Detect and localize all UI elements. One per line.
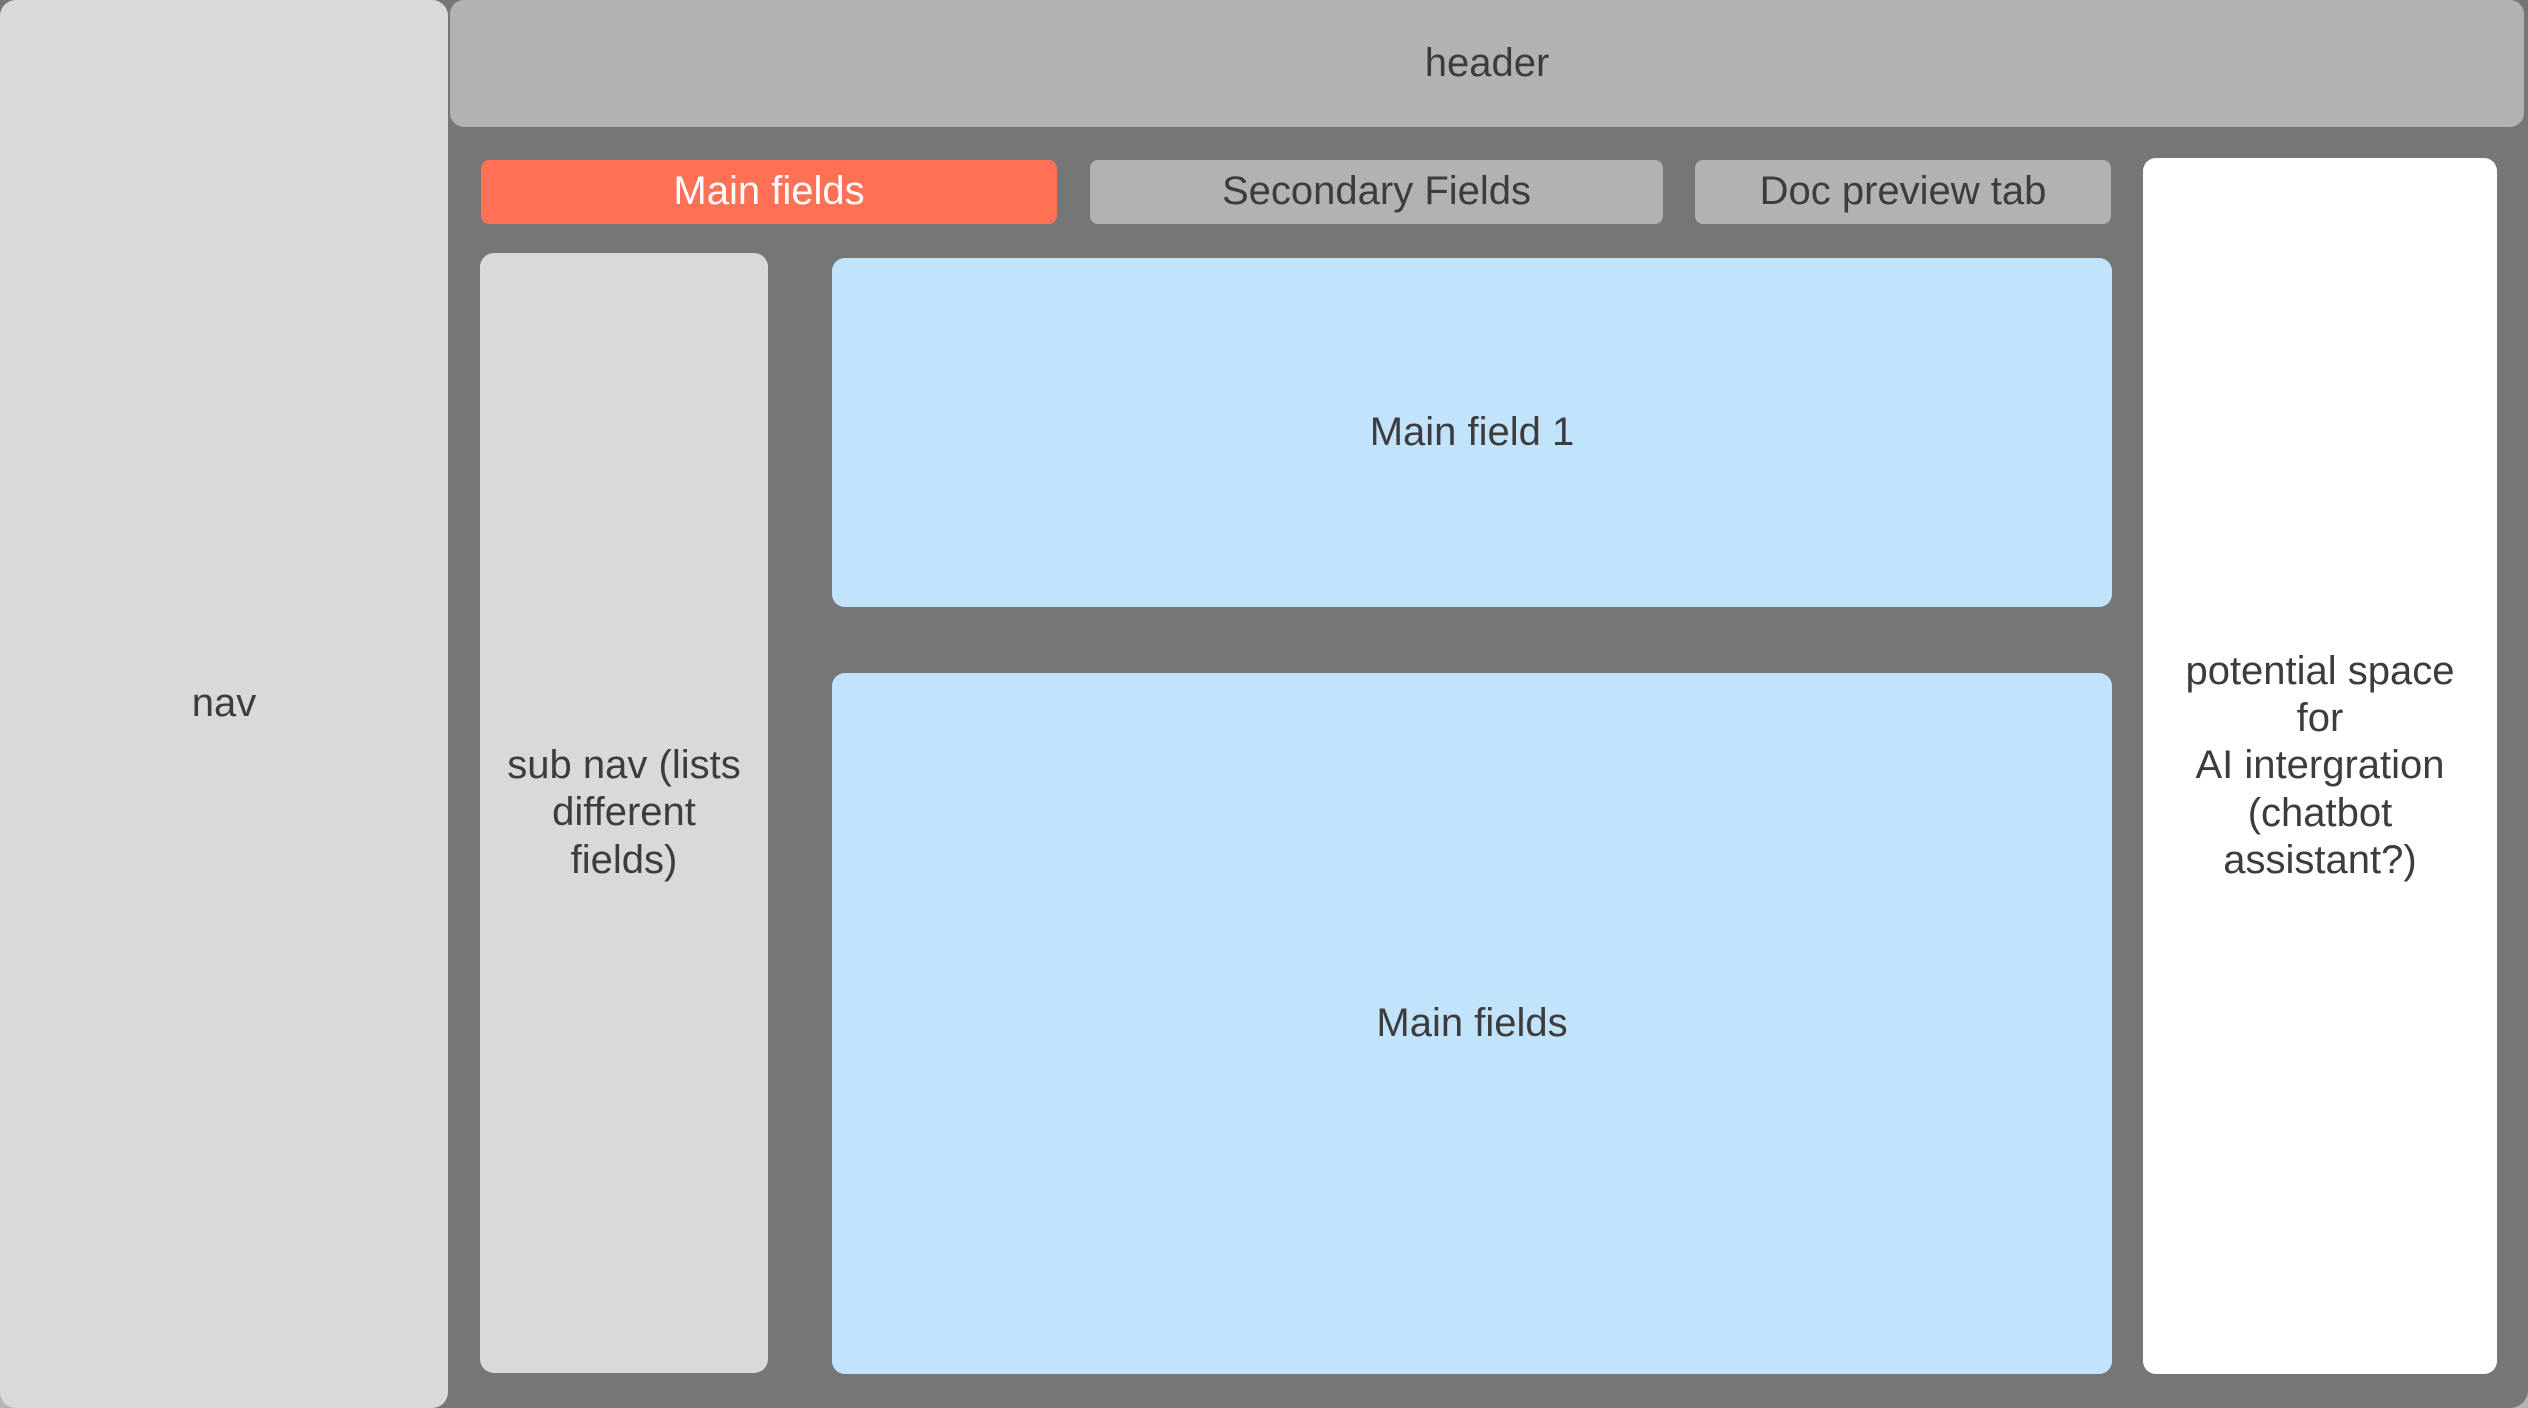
- ai-assistant-panel[interactable]: potential space for AI intergration (cha…: [2143, 158, 2497, 1374]
- tab-secondary-fields[interactable]: Secondary Fields: [1090, 160, 1663, 224]
- main-field-1-box[interactable]: Main field 1: [832, 258, 2112, 607]
- nav-sidebar[interactable]: nav: [0, 0, 448, 1408]
- main-fields-box[interactable]: Main fields: [832, 673, 2112, 1374]
- header-bar: header: [450, 0, 2524, 127]
- sub-nav-panel[interactable]: sub nav (lists different fields): [480, 253, 768, 1373]
- main-field-1-label: Main field 1: [1369, 409, 1575, 454]
- sub-nav-label: sub nav (lists different fields): [507, 743, 741, 882]
- tab-main-fields[interactable]: Main fields: [481, 160, 1057, 224]
- main-fields-label: Main fields: [1376, 1000, 1568, 1045]
- tab-doc-preview-label: Doc preview tab: [1759, 169, 2047, 214]
- tab-main-fields-label: Main fields: [673, 169, 865, 214]
- ai-assistant-panel-label: potential space for AI intergration (cha…: [2185, 649, 2455, 882]
- header-label: header: [1424, 40, 1550, 85]
- nav-sidebar-label: nav: [191, 681, 257, 726]
- tab-secondary-fields-label: Secondary Fields: [1221, 169, 1532, 214]
- tab-doc-preview[interactable]: Doc preview tab: [1695, 160, 2111, 224]
